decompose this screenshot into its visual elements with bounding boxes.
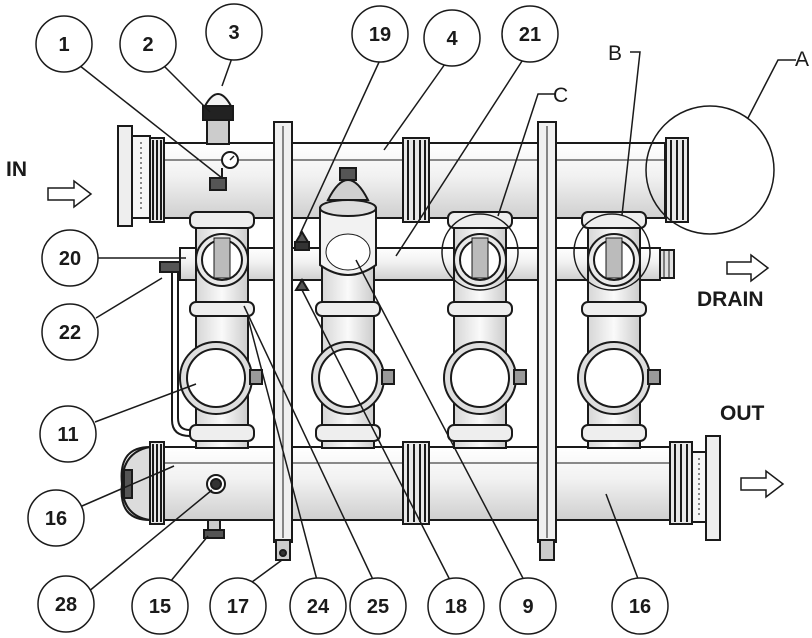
svg-text:18: 18 <box>445 596 467 618</box>
pilot-valve-top <box>294 230 310 243</box>
svg-text:3: 3 <box>228 22 239 44</box>
callout-15: 15 <box>131 577 189 635</box>
svg-text:17: 17 <box>227 596 249 618</box>
support-stand-right <box>537 121 557 561</box>
inlet-coupling-left <box>149 137 165 223</box>
detail-label-a: A <box>795 48 809 71</box>
outlet-arrow-icon <box>740 469 785 499</box>
callout-18: 18 <box>427 577 485 635</box>
air-release-valve-icon <box>202 93 234 145</box>
detail-markers <box>441 51 796 291</box>
detail-label-c: C <box>553 84 568 107</box>
flow-arrows <box>47 179 785 499</box>
pilot-valve-bottom <box>294 278 310 291</box>
support-stand-left <box>273 121 293 561</box>
callout-1: 1 <box>35 15 93 73</box>
svg-text:16: 16 <box>629 596 651 618</box>
callout-25: 25 <box>349 577 407 635</box>
callout-11: 11 <box>39 405 97 463</box>
detail-circle-a <box>645 105 775 235</box>
callout-20: 20 <box>41 229 99 287</box>
detail-circle-c <box>441 213 519 291</box>
callout-19: 19 <box>351 5 409 63</box>
leader-lines <box>69 57 641 593</box>
inlet-coupling-right <box>665 137 689 223</box>
callouts: 1 2 3 19 4 21 20 22 11 16 28 15 17 24 25… <box>27 3 669 635</box>
svg-text:4: 4 <box>446 28 458 50</box>
outlet-coupling-mid <box>402 441 430 525</box>
svg-text:15: 15 <box>149 596 171 618</box>
callout-16-right: 16 <box>611 577 669 635</box>
callout-16-left: 16 <box>27 489 85 547</box>
svg-text:28: 28 <box>55 594 77 616</box>
svg-text:19: 19 <box>369 24 391 46</box>
filter-unit-3 <box>443 211 527 449</box>
svg-text:9: 9 <box>522 596 533 618</box>
filter-unit-1 <box>179 211 263 449</box>
svg-text:1: 1 <box>58 34 69 56</box>
inlet-label: IN <box>6 158 27 181</box>
fittings <box>159 93 310 437</box>
detail-label-b: B <box>608 42 622 65</box>
callout-22: 22 <box>41 303 99 361</box>
callout-21: 21 <box>501 5 559 63</box>
svg-text:22: 22 <box>59 322 81 344</box>
outlet-label: OUT <box>720 402 765 425</box>
callout-28: 28 <box>37 575 95 633</box>
callout-9: 9 <box>499 577 557 635</box>
svg-text:11: 11 <box>57 424 78 446</box>
callout-2: 2 <box>119 15 177 73</box>
filter-columns <box>179 167 661 449</box>
inlet-coupling-mid <box>402 137 430 223</box>
svg-text:25: 25 <box>367 596 389 618</box>
callout-4: 4 <box>423 9 481 67</box>
drain-arrow-icon <box>726 253 770 283</box>
inlet-manifold <box>117 125 689 227</box>
detail-circle-b <box>573 213 651 291</box>
callout-24: 24 <box>289 577 347 635</box>
filter-unit-2 <box>311 167 395 449</box>
pressure-gauge-icon <box>209 151 239 191</box>
inlet-arrow-icon <box>47 179 93 209</box>
command-tube <box>171 262 191 437</box>
svg-text:24: 24 <box>307 596 330 618</box>
svg-text:20: 20 <box>59 248 81 270</box>
filter-unit-4 <box>577 211 661 449</box>
callout-3: 3 <box>205 3 263 61</box>
svg-text:21: 21 <box>519 24 541 46</box>
svg-text:2: 2 <box>142 34 153 56</box>
drain-tap <box>203 519 225 539</box>
drain-label: DRAIN <box>697 288 764 311</box>
outlet-coupling-right <box>669 441 693 525</box>
outlet-coupling-left <box>149 441 165 525</box>
support-stands <box>273 121 557 561</box>
svg-text:16: 16 <box>45 508 67 530</box>
callout-17: 17 <box>209 577 267 635</box>
